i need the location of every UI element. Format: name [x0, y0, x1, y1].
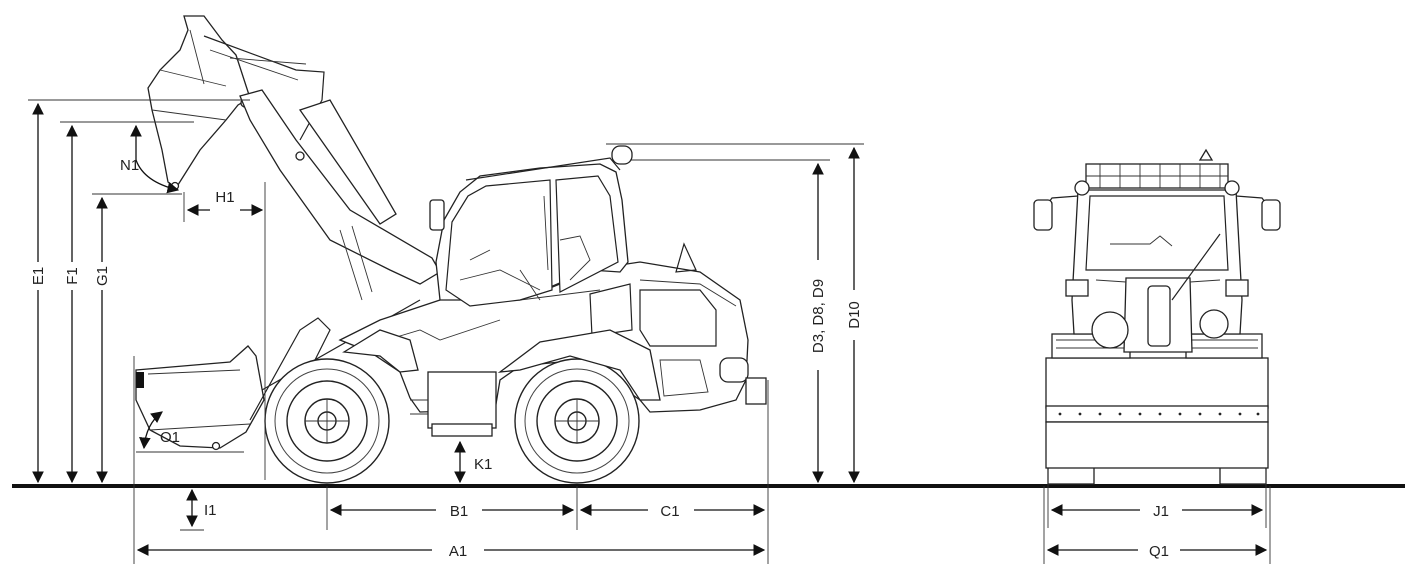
rear-wheel	[514, 358, 640, 484]
label-g1: G1	[94, 266, 111, 286]
label-d10: D10	[846, 301, 863, 329]
lift-arm	[239, 89, 441, 301]
label-j1: J1	[1153, 503, 1169, 520]
label-d3-d8-d9: D3, D8, D9	[810, 279, 827, 353]
label-c1: C1	[660, 503, 679, 520]
cab	[429, 145, 633, 307]
label-o1: O1	[160, 429, 180, 446]
front-wheel	[264, 358, 390, 484]
label-q1: Q1	[1149, 543, 1169, 560]
label-f1: F1	[64, 267, 81, 285]
dimension-label-group: E1 F1 G1 N1 H1 O1 K1 I1 B1 C1 A1 D3, D8,…	[28, 157, 1182, 560]
label-n1: N1	[120, 157, 139, 174]
label-e1: E1	[30, 267, 47, 285]
loader-front-view	[1033, 148, 1281, 485]
label-h1: H1	[215, 189, 234, 206]
label-a1: A1	[449, 543, 467, 560]
label-k1: K1	[474, 456, 492, 473]
lowered-bucket	[135, 299, 421, 451]
label-i1: I1	[204, 502, 217, 519]
front-bolts	[1058, 412, 1260, 416]
loader-side-view	[135, 15, 767, 484]
raised-bucket	[147, 15, 325, 191]
label-b1: B1	[450, 503, 468, 520]
